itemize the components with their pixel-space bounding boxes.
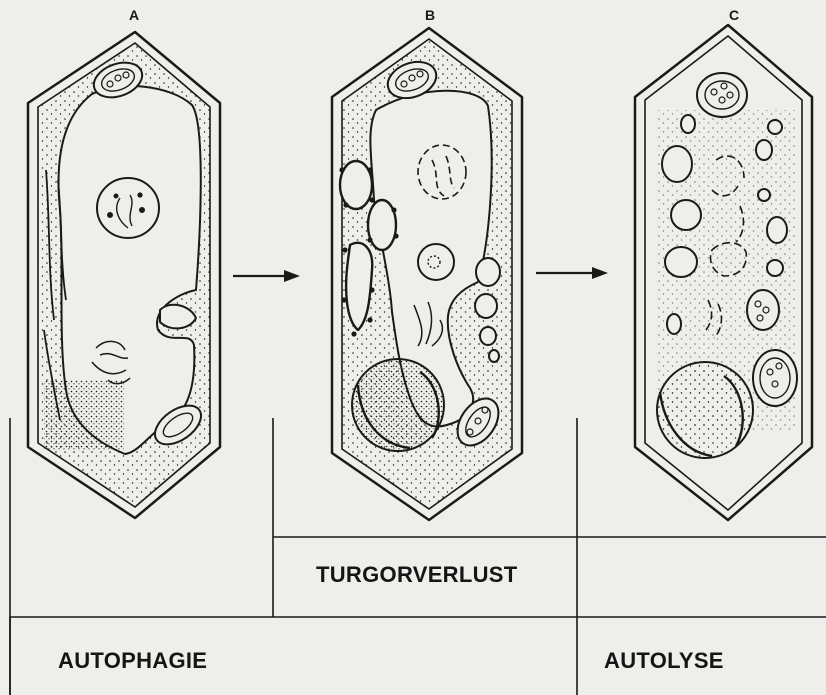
phase-label-turgor-loss: TURGORVERLUST bbox=[316, 562, 518, 588]
cell-b-large-nucleus bbox=[352, 359, 444, 451]
arrow-a-to-b bbox=[233, 270, 300, 282]
cell-b bbox=[332, 28, 522, 520]
phase-label-autophagy: AUTOPHAGIE bbox=[58, 648, 207, 674]
cell-c-chloroplast-low bbox=[753, 350, 797, 406]
arrow-b-to-c bbox=[536, 267, 608, 279]
cell-c bbox=[635, 25, 812, 520]
cell-a-nucleus-top bbox=[97, 178, 159, 238]
cell-label-c: C bbox=[724, 7, 744, 23]
cell-a bbox=[28, 32, 220, 518]
cell-b-nucleolus bbox=[418, 244, 454, 280]
cell-c-chloroplast-mid bbox=[747, 290, 779, 330]
cell-c-large-nucleus bbox=[657, 362, 753, 458]
cell-label-b: B bbox=[420, 7, 440, 23]
cell-a-dense-region bbox=[44, 380, 124, 450]
cell-c-chloroplast-top bbox=[697, 73, 747, 117]
phase-label-autolysis: AUTOLYSE bbox=[604, 648, 724, 674]
cell-label-a: A bbox=[124, 7, 144, 23]
